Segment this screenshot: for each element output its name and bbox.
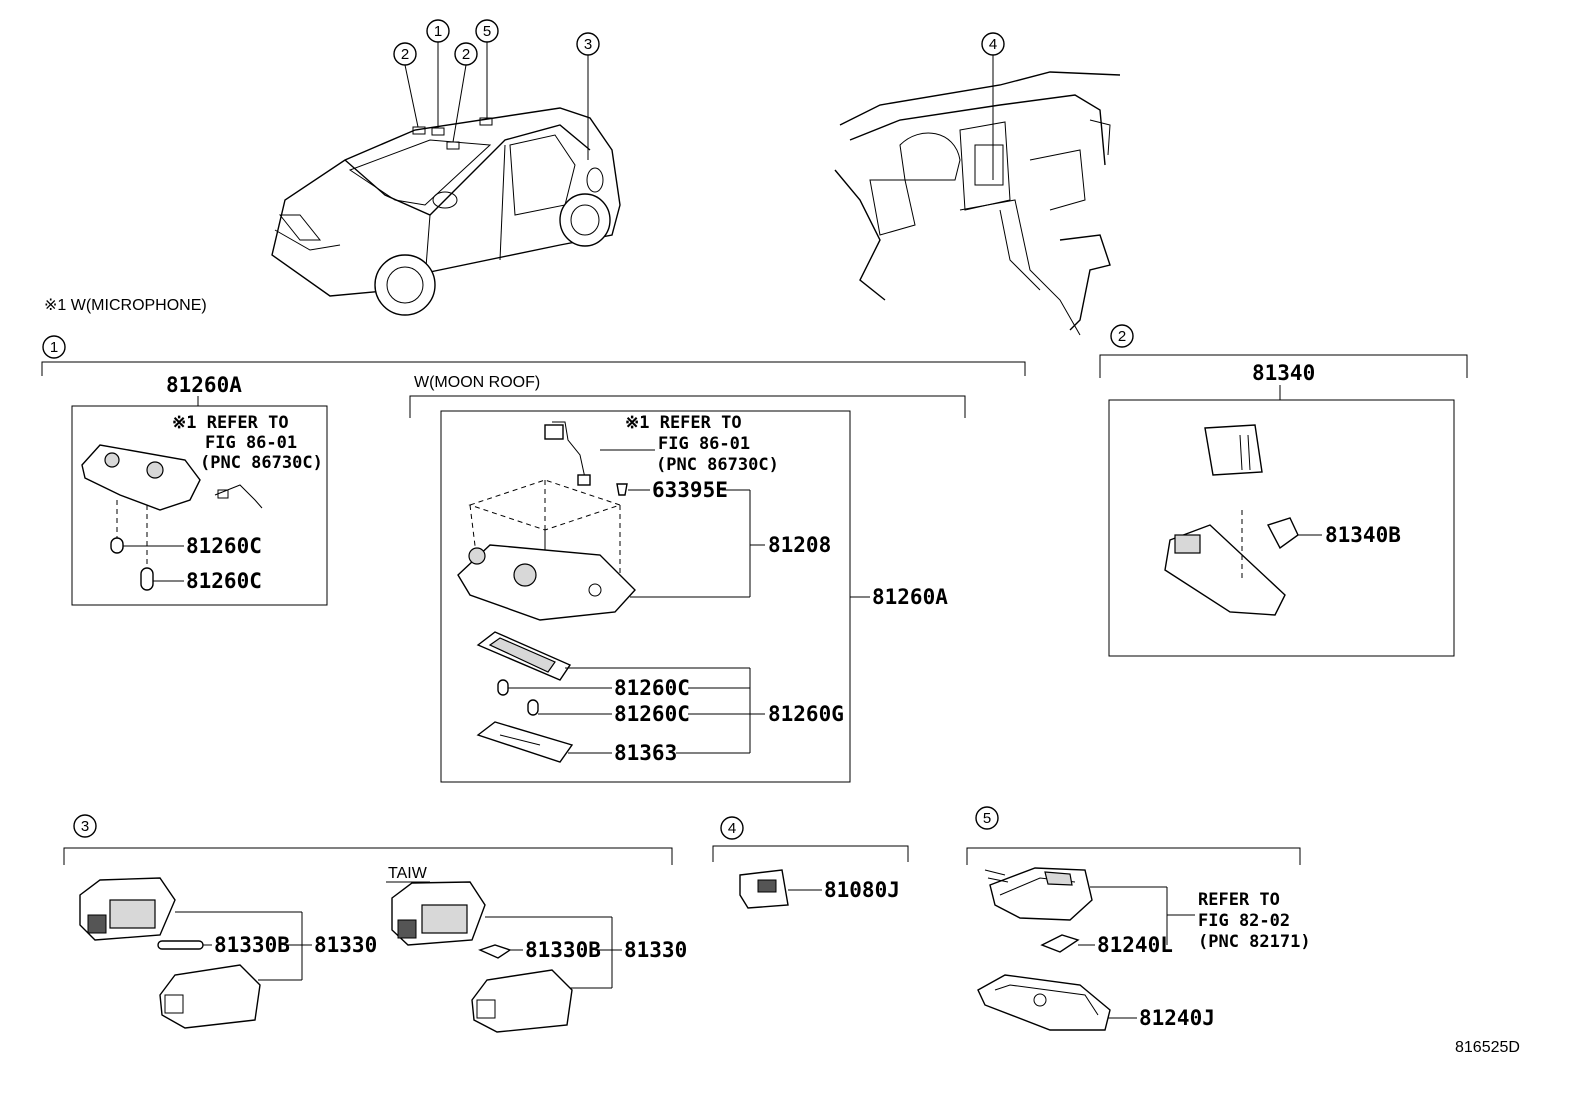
refer-note-1-line3: (PNC 86730C) — [200, 453, 323, 473]
group-5: 5 REFER TO FIG 82-02 (PNC 82171) 81240L … — [966, 806, 1311, 1031]
svg-text:5: 5 — [983, 810, 991, 827]
group-3: 3 81330B 81330 TAIW 81330B 81330 — [63, 814, 687, 1033]
taiw-label: TAIW — [388, 865, 428, 882]
refer-note-2-line2: FIG 82-02 — [1198, 911, 1290, 931]
part-81260C-moonroof-b: 81260C — [614, 702, 690, 726]
part-81260A-left: 81260A — [166, 373, 242, 397]
diagram-id: 816525D — [1455, 1039, 1520, 1056]
top-callouts: 2 1 2 5 3 4 — [393, 19, 1005, 66]
part-81260C-moonroof-a: 81260C — [614, 676, 690, 700]
part-81340B: 81340B — [1325, 523, 1401, 547]
dashboard-illustration — [834, 55, 1121, 336]
part-81260C-left-a: 81260C — [186, 534, 262, 558]
part-81330B-taiw: 81330B — [525, 938, 601, 962]
part-81240L: 81240L — [1097, 933, 1173, 957]
part-81260G: 81260G — [768, 702, 844, 726]
part-81080J: 81080J — [824, 878, 900, 902]
group-2: 2 81340 81340B — [1099, 324, 1468, 657]
part-81330-left: 81330 — [314, 933, 377, 957]
part-81330-taiw: 81330 — [624, 938, 687, 962]
part-81240J: 81240J — [1139, 1006, 1215, 1030]
part-81260A-moonroof: 81260A — [872, 585, 948, 609]
svg-text:3: 3 — [81, 818, 89, 835]
part-81363: 81363 — [614, 741, 677, 765]
refer-note-1-line2: FIG 86-01 — [205, 433, 297, 453]
part-81340: 81340 — [1252, 361, 1315, 385]
svg-text:1: 1 — [50, 339, 58, 356]
refer-note-1-line1: ※1 REFER TO — [172, 413, 289, 433]
svg-text:3: 3 — [584, 36, 592, 53]
svg-text:2: 2 — [401, 46, 409, 63]
refer-note-1b-line3: (PNC 86730C) — [656, 455, 779, 475]
refer-note-1b-line2: FIG 86-01 — [658, 434, 750, 454]
microphone-note: ※1 W(MICROPHONE) — [44, 297, 207, 314]
refer-note-2-line3: (PNC 82171) — [1198, 932, 1311, 952]
car-illustration — [271, 42, 621, 316]
svg-text:5: 5 — [483, 23, 491, 40]
svg-text:4: 4 — [989, 36, 997, 53]
part-81260C-left-b: 81260C — [186, 569, 262, 593]
svg-text:4: 4 — [728, 820, 736, 837]
svg-text:2: 2 — [1118, 328, 1126, 345]
group-1: 1 81260A ※1 REFER TO FIG 86-01 (PNC 8673… — [41, 335, 1026, 783]
group-4: 4 81080J — [712, 816, 909, 909]
moon-roof-label: W(MOON ROOF) — [414, 374, 540, 391]
svg-text:2: 2 — [462, 46, 470, 63]
refer-note-2-line1: REFER TO — [1198, 890, 1280, 910]
part-81330B-left: 81330B — [214, 933, 290, 957]
part-63395E: 63395E — [652, 478, 728, 502]
part-81208: 81208 — [768, 533, 831, 557]
svg-text:1: 1 — [434, 23, 442, 40]
refer-note-1b-line1: ※1 REFER TO — [625, 413, 742, 433]
